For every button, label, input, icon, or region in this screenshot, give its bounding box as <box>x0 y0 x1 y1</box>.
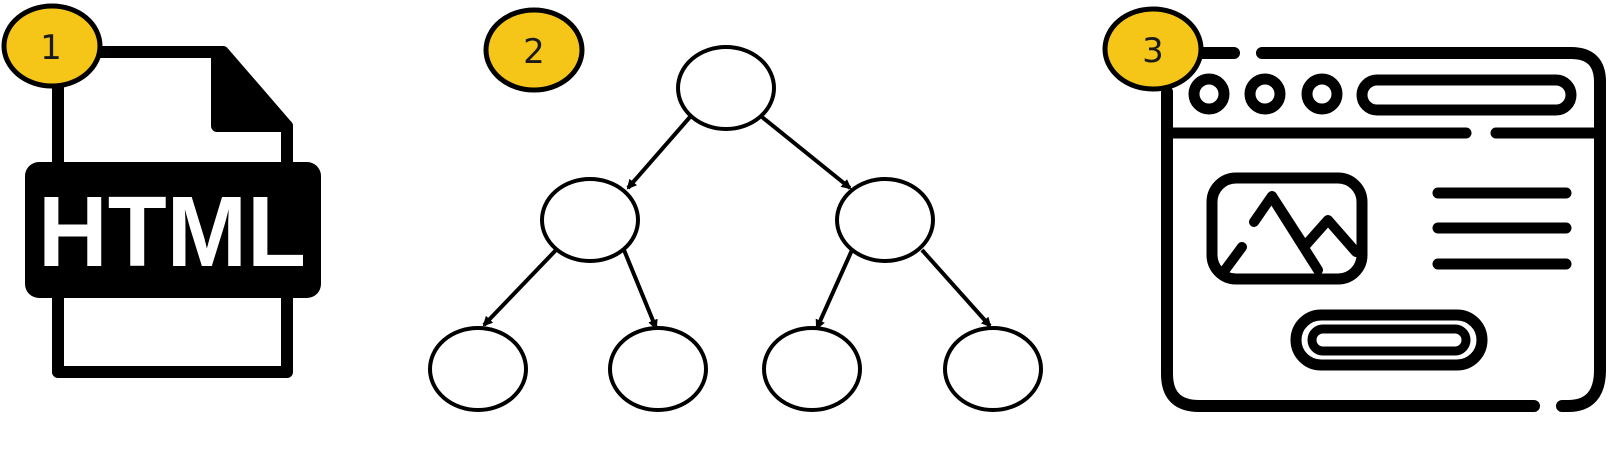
mountain-icon <box>1220 242 1247 275</box>
window-control-dot <box>1301 73 1343 115</box>
browser-window-icon <box>1151 47 1606 412</box>
window-top-right-edge <box>1256 47 1606 376</box>
badge-circle <box>483 7 585 93</box>
tree-leaf-node <box>428 326 528 412</box>
window-bottom-right-corner <box>1556 364 1606 412</box>
step-badge-1: 1 <box>1 3 103 89</box>
file-type-label: HTML <box>38 176 306 288</box>
badge-number: 1 <box>40 28 62 68</box>
tree-edge <box>815 249 854 330</box>
tree-node <box>835 177 935 263</box>
page-button <box>1290 309 1488 371</box>
file-corner-edge <box>211 52 293 132</box>
address-bar <box>1356 74 1577 116</box>
window-left-bottom-edge <box>1161 86 1540 412</box>
window-control-dot <box>1188 73 1230 115</box>
tree-leaf-node <box>943 326 1043 412</box>
image-placeholder-card <box>1206 172 1368 285</box>
mountain-icon <box>1270 197 1323 275</box>
tree-edge <box>622 249 658 330</box>
file-corner-fold <box>217 52 292 126</box>
page-button-inner <box>1307 324 1471 356</box>
badge-number: 3 <box>1142 31 1164 71</box>
badge-circle <box>1102 6 1204 92</box>
step-badge-2: 2 <box>483 7 585 93</box>
mountain-icon <box>1299 215 1361 257</box>
tree-node-root <box>676 45 776 131</box>
tree-leaf-node <box>762 326 862 412</box>
tree-leaf-node <box>608 326 708 412</box>
tree-edge <box>920 248 992 328</box>
window-control-dot <box>1244 73 1286 115</box>
tree-edge <box>760 115 852 190</box>
html-file-icon: HTML <box>25 46 321 378</box>
tree-edge <box>626 115 692 190</box>
badge-circle <box>1 3 103 89</box>
tree-diagram-icon <box>428 45 1043 412</box>
step-badge-3: 3 <box>1102 6 1204 92</box>
tree-edge <box>482 248 558 327</box>
tree-node <box>540 177 640 263</box>
file-label-band <box>25 162 321 298</box>
badge-number: 2 <box>523 32 545 72</box>
